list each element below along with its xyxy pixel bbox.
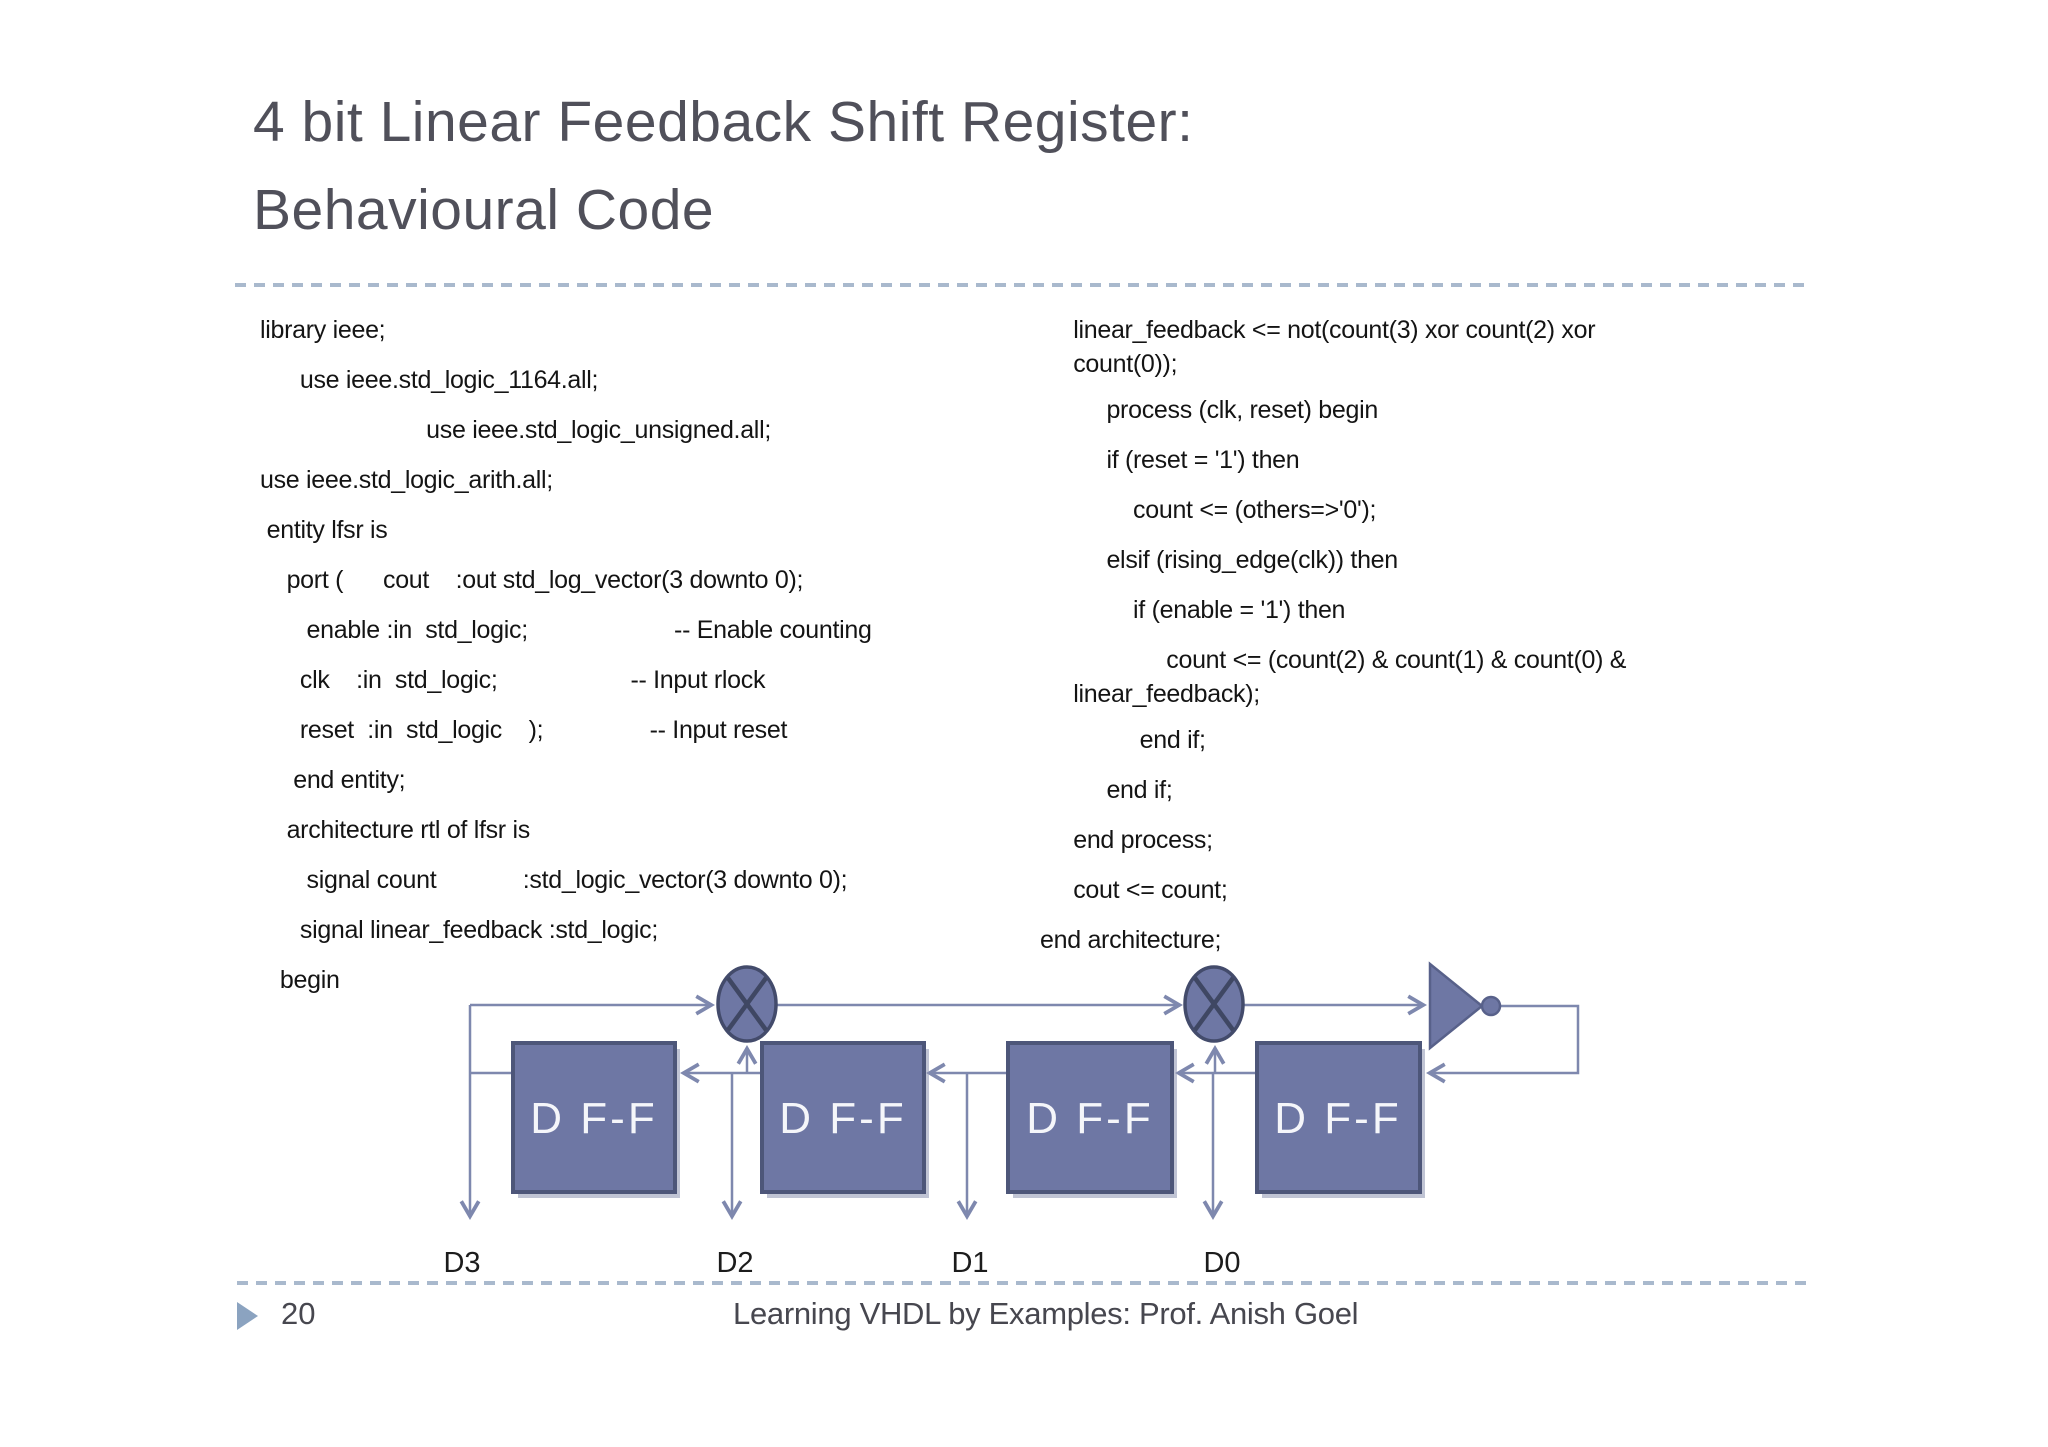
- output-label-d1: D1: [951, 1247, 988, 1279]
- code-line: linear_feedback);: [1040, 680, 1260, 708]
- output-label-d3: D3: [443, 1247, 480, 1279]
- code-line: entity lfsr is: [260, 516, 388, 544]
- code-line: architecture rtl of lfsr is: [260, 816, 531, 844]
- dff-label: D F-F: [530, 1094, 657, 1143]
- dff-label: D F-F: [1274, 1094, 1401, 1143]
- dff-box-4: [1255, 1041, 1422, 1194]
- code-line: if (enable = '1') then: [1040, 596, 1346, 624]
- code-line: linear_feedback <= not(count(3) xor coun…: [1040, 316, 1596, 344]
- code-line: if (reset = '1') then: [1040, 446, 1300, 474]
- code-line: elsif (rising_edge(clk)) then: [1040, 546, 1398, 574]
- code-line: end architecture;: [1040, 926, 1222, 954]
- vhdl-code-left-column: library ieee; use ieee.std_logic_1164.al…: [260, 305, 1060, 1005]
- feedback-wires: [459, 994, 1580, 1220]
- page-title-line1: 4 bit Linear Feedback Shift Register:: [253, 90, 1194, 154]
- code-line: signal count :std_logic_vector(3 downto …: [260, 866, 848, 894]
- code-line: end process;: [1040, 826, 1213, 854]
- code-line: count(0));: [1040, 350, 1178, 378]
- code-line: cout <= count;: [1040, 876, 1228, 904]
- code-line: count <= (count(2) & count(1) & count(0)…: [1040, 646, 1627, 674]
- dff-shadow: [518, 1049, 680, 1198]
- output-label-d2: D2: [716, 1247, 753, 1279]
- dff-shadow: [767, 1049, 929, 1198]
- code-line: port ( cout :out std_log_vector(3 downto…: [260, 566, 804, 594]
- dff-label: D F-F: [1026, 1094, 1153, 1143]
- code-line: use ieee.std_logic_arith.all;: [260, 466, 553, 494]
- dff-box-2: [760, 1041, 926, 1194]
- page-number: 20: [281, 1296, 316, 1331]
- wire-feedback-return: [1426, 1004, 1580, 1084]
- code-line: begin: [260, 966, 340, 994]
- dff-box-3: [1006, 1041, 1174, 1194]
- output-label-d0: D0: [1203, 1247, 1240, 1279]
- code-line: signal linear_feedback :std_logic;: [260, 916, 658, 944]
- dff-label: D F-F: [779, 1094, 906, 1143]
- inverter-icon: [1428, 961, 1502, 1051]
- code-line: end entity;: [260, 766, 406, 794]
- page-title-line2: Behavioural Code: [253, 178, 715, 242]
- dff-shadow: [1013, 1049, 1177, 1198]
- title-divider: [235, 283, 1812, 287]
- code-line: use ieee.std_logic_1164.all;: [260, 366, 599, 394]
- code-line: library ieee;: [260, 316, 386, 344]
- code-line: count <= (others=>'0');: [1040, 496, 1377, 524]
- code-line: process (clk, reset) begin: [1040, 396, 1378, 424]
- bullet-triangle-icon: [237, 1302, 258, 1330]
- vhdl-code-right-column: linear_feedback <= not(count(3) xor coun…: [1040, 305, 1800, 965]
- xor-gate-icon: [1183, 965, 1245, 1043]
- code-line: reset :in std_logic ); -- Input reset: [260, 716, 788, 744]
- dff-shadow: [1262, 1049, 1425, 1198]
- page-title: 4 bit Linear Feedback Shift Register: Be…: [253, 78, 1194, 254]
- code-line: end if;: [1040, 726, 1206, 754]
- code-line: end if;: [1040, 776, 1173, 804]
- dff-boxes: D F-F D F-F D F-F D F-F: [511, 1041, 1425, 1198]
- code-line: clk :in std_logic; -- Input rlock: [260, 666, 766, 694]
- footer-text: Learning VHDL by Examples: Prof. Anish G…: [733, 1296, 1359, 1331]
- footer-divider: [237, 1281, 1810, 1285]
- dff-box-1: [511, 1041, 677, 1194]
- code-line: use ieee.std_logic_unsigned.all;: [260, 416, 771, 444]
- code-line: enable :in std_logic; -- Enable counting: [260, 616, 872, 644]
